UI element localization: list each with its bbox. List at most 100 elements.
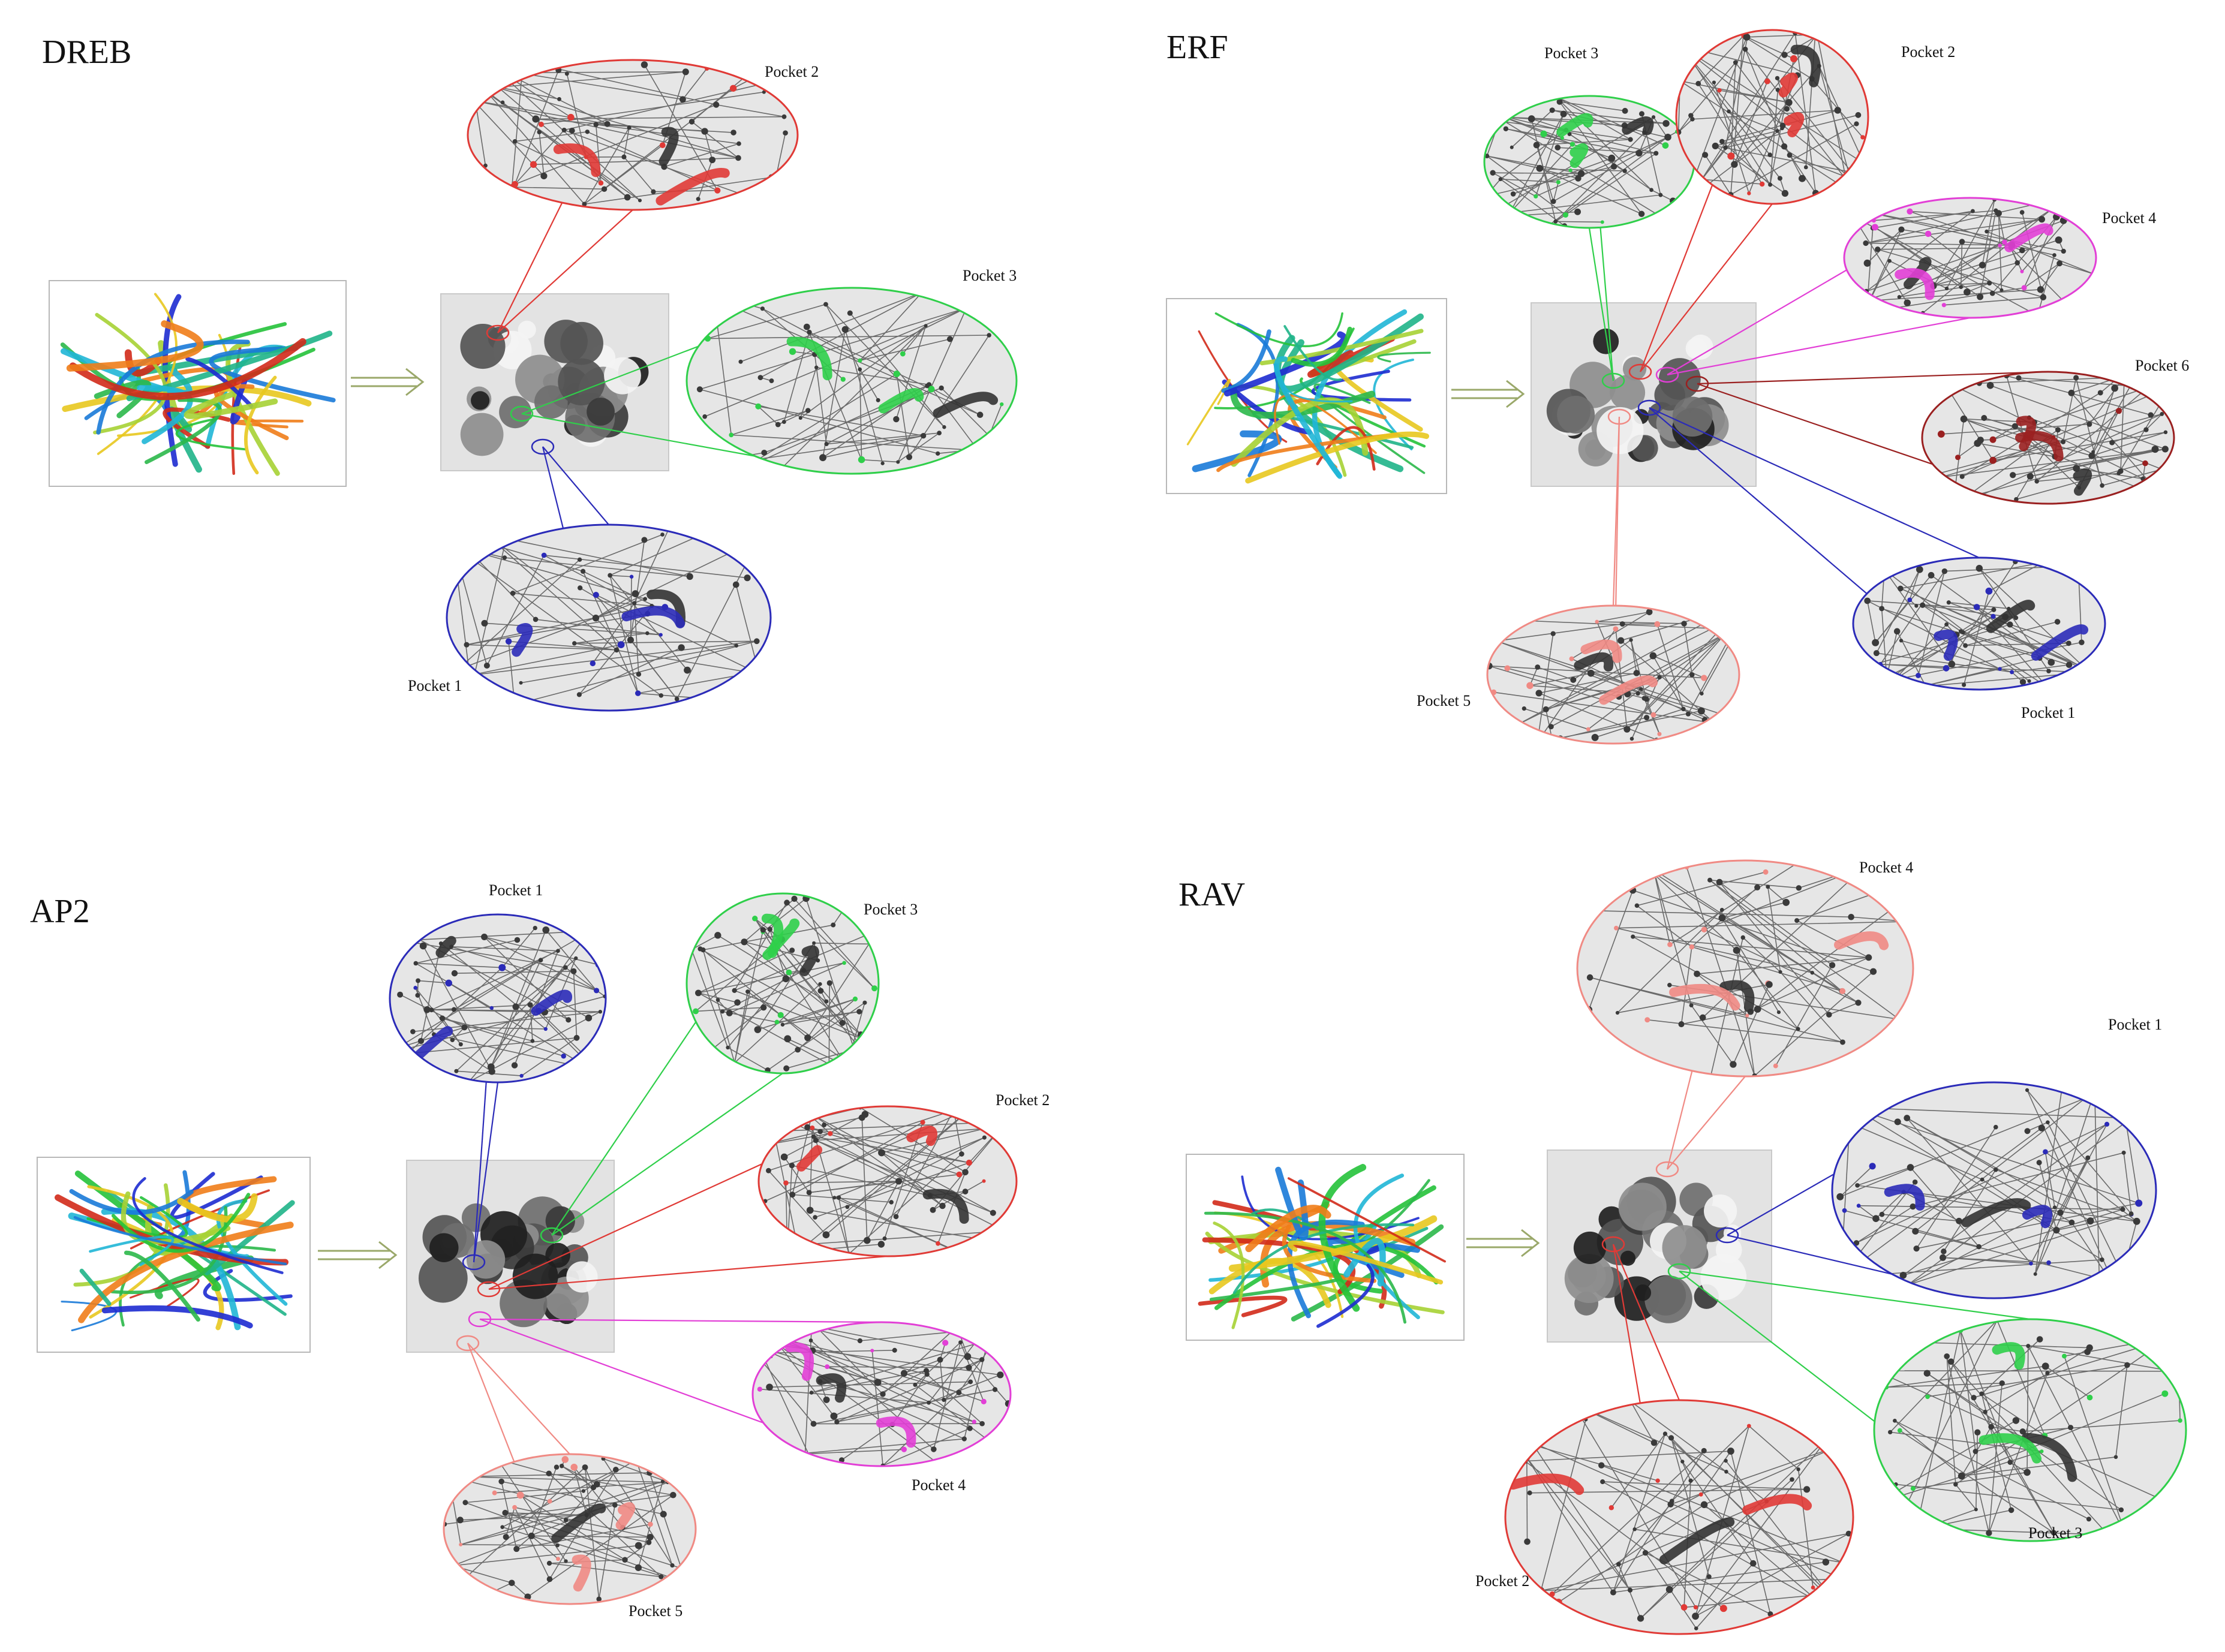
bond-stick <box>1946 1356 1990 1533</box>
atom-ball <box>635 1564 642 1572</box>
atom-ball <box>964 1353 972 1361</box>
atom-ball <box>930 1206 936 1213</box>
atom-ball <box>1869 1163 1876 1170</box>
atom-ball <box>1834 107 1841 114</box>
atom-ball <box>502 1509 509 1516</box>
pocket-zoom-p2 <box>1675 29 1869 205</box>
atom-ball <box>1855 1000 1862 1006</box>
atom-ball <box>1842 1208 1847 1213</box>
atom-ball <box>1486 118 1490 122</box>
bond-stick <box>505 1507 515 1537</box>
atom-ball <box>581 568 586 574</box>
atom-ball <box>1548 724 1554 730</box>
atom-ball <box>1979 1391 1985 1397</box>
bond-stick <box>1943 380 2143 480</box>
atom-ball <box>828 1131 833 1136</box>
pocket-connector-line <box>1588 227 1614 381</box>
atom-ball <box>900 351 906 357</box>
bond-stick <box>451 946 597 991</box>
atom-ball <box>1700 1501 1708 1509</box>
atom-ball <box>1522 706 1526 711</box>
atom-ball <box>1947 1358 1955 1365</box>
atom-ball <box>684 666 691 674</box>
bond-stick <box>1986 231 2094 275</box>
atom-ball <box>877 1241 885 1248</box>
surface-atom-blob <box>1672 396 1713 437</box>
atom-ball <box>818 982 822 986</box>
bond-stick <box>1487 155 1581 174</box>
atom-ball <box>1629 638 1633 642</box>
bond-stick <box>816 1326 982 1361</box>
bond-stick <box>759 1132 761 1146</box>
bond-stick <box>1890 1431 2042 1452</box>
atom-ball <box>687 288 693 291</box>
atom-ball <box>1899 1271 1907 1279</box>
bond-stick <box>453 1482 668 1566</box>
atom-ball <box>1897 1428 1902 1433</box>
atom-ball <box>1839 1575 1845 1582</box>
atom-ball <box>2037 286 2044 293</box>
atom-ball <box>2135 1199 2143 1207</box>
ribbon-strand <box>1318 1164 1367 1312</box>
bond-stick <box>2029 417 2163 470</box>
bond-stick <box>2037 255 2055 316</box>
bond-stick <box>459 598 645 670</box>
atom-ball <box>512 139 518 144</box>
atom-ball <box>1998 667 2002 671</box>
bond-stick <box>754 1353 814 1424</box>
atom-ball <box>486 1591 492 1596</box>
atom-ball <box>805 408 811 413</box>
atom-ball <box>979 1357 985 1362</box>
atom-ball <box>1939 1254 1947 1261</box>
bond-stick <box>416 962 503 968</box>
atom-ball <box>1013 1119 1017 1124</box>
bond-stick <box>2028 1345 2173 1372</box>
atom-ball <box>1569 1400 1576 1407</box>
atom-ball <box>641 537 648 543</box>
bond-stick <box>1767 886 1781 973</box>
atom-ball <box>766 1167 771 1173</box>
atom-ball <box>920 432 927 439</box>
atom-ball <box>1871 224 1878 231</box>
atom-ball <box>1944 286 1949 291</box>
pocket-zoom-outline <box>1486 604 1740 745</box>
atom-ball <box>755 403 762 410</box>
atom-ball <box>1681 706 1686 712</box>
atom-ball <box>1973 604 1980 610</box>
atom-ball <box>845 1205 850 1209</box>
bond-stick <box>1493 691 1726 726</box>
atom-ball <box>856 1045 863 1051</box>
atom-ball <box>928 386 935 393</box>
bond-stick <box>1653 869 1859 1003</box>
bond-stick <box>451 946 558 952</box>
bond-stick <box>1985 1412 2055 1533</box>
bond-stick <box>521 1037 578 1076</box>
atom-ball <box>564 71 569 76</box>
bond-stick <box>1695 1533 1849 1617</box>
bond-stick <box>703 924 834 950</box>
atom-ball <box>1008 1454 1011 1460</box>
pocket-ribbon-segment <box>876 1416 916 1448</box>
atom-ball <box>505 638 512 645</box>
atom-ball <box>1745 1013 1749 1018</box>
atom-ball <box>1587 669 1595 677</box>
bond-stick <box>1529 672 1591 687</box>
ribbon-strand <box>175 417 246 451</box>
atom-ball <box>489 63 497 70</box>
pocket-ribbon-segment <box>1574 652 1614 672</box>
atom-ball <box>2113 1286 2121 1294</box>
atom-ball <box>1910 1486 1916 1491</box>
bond-stick <box>1670 1437 1710 1577</box>
bond-stick <box>1684 1593 1829 1608</box>
atom-ball <box>1504 665 1511 672</box>
pocket-ribbon-segment <box>1778 73 1798 98</box>
atom-ball <box>858 456 865 464</box>
bond-stick <box>1689 57 1771 185</box>
bond-stick <box>1875 1370 2162 1500</box>
pocket-anchor-ring <box>456 1335 480 1352</box>
bond-stick <box>488 93 585 204</box>
atom-ball <box>546 1560 552 1566</box>
atom-ball <box>659 693 664 698</box>
bond-stick <box>501 1481 664 1515</box>
pocket-zoom-p3 <box>685 892 880 1075</box>
